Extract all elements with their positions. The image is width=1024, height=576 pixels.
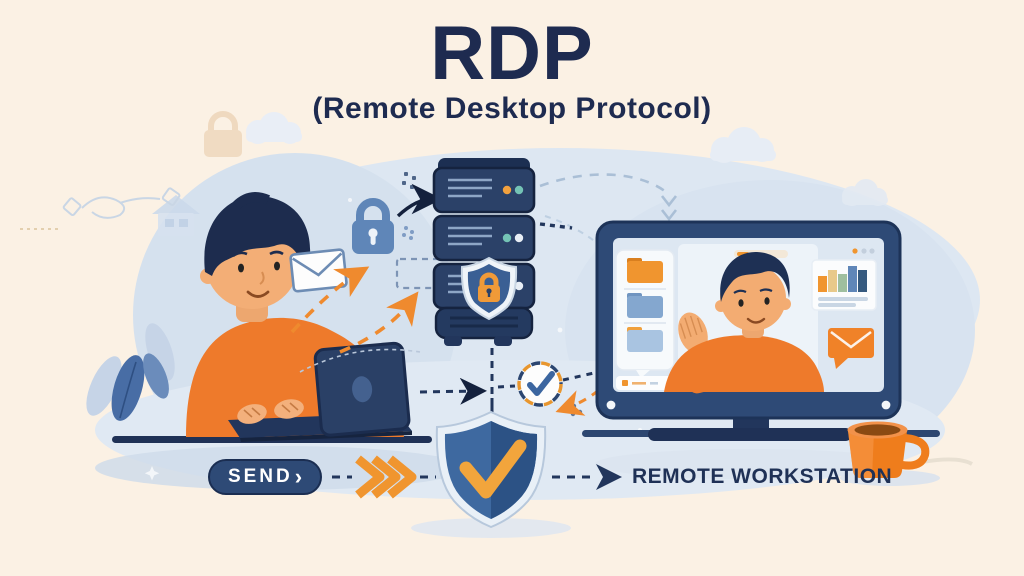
dashed-rectangle — [395, 257, 443, 290]
security-shield-check-icon — [411, 410, 571, 538]
plant-icon — [86, 323, 175, 421]
send-button[interactable]: SEND › — [208, 459, 322, 495]
padlock-watermark-icon — [204, 111, 242, 157]
file-sidebar — [615, 249, 675, 390]
mug-icon — [840, 421, 973, 486]
server-icon — [432, 158, 536, 346]
cloud-icon — [246, 112, 302, 144]
arrow-lock-to-server — [396, 183, 443, 218]
screen-content — [615, 244, 877, 394]
monitor-icon — [582, 220, 940, 441]
cloud-icon — [710, 127, 776, 163]
folder-icon — [627, 258, 663, 283]
server-shield-lock-icon — [460, 256, 518, 321]
orange-dashed-arrow — [290, 266, 370, 334]
send-button-label: SEND — [227, 466, 293, 487]
arrow-icon — [596, 464, 622, 490]
bar-chart-icon — [811, 259, 877, 311]
chevron-arrows-icon — [355, 455, 417, 499]
folder-icon — [627, 327, 663, 352]
page-subtitle: (Remote Desktop Protocol) — [312, 92, 712, 125]
check-circle-icon — [517, 361, 563, 407]
page-title: RDP — [430, 11, 594, 96]
house-icon — [152, 195, 200, 236]
remote-user-illustration — [664, 251, 824, 394]
remote-workstation-label: REMOTE WORKSTATION — [632, 465, 893, 488]
folder-icon — [627, 293, 663, 318]
hands — [237, 399, 304, 424]
send-flow — [332, 455, 622, 499]
orange-dashed-arrow — [339, 291, 419, 354]
mail-icon — [828, 328, 874, 369]
handshake-icon — [62, 187, 181, 219]
lock-icon — [352, 198, 394, 254]
watermark-doodles — [20, 111, 888, 481]
chevron-right-icon: › — [294, 464, 303, 489]
server-monitor-links — [539, 173, 678, 253]
laptop-user-illustration — [186, 192, 412, 442]
cloud-icon — [842, 179, 888, 206]
